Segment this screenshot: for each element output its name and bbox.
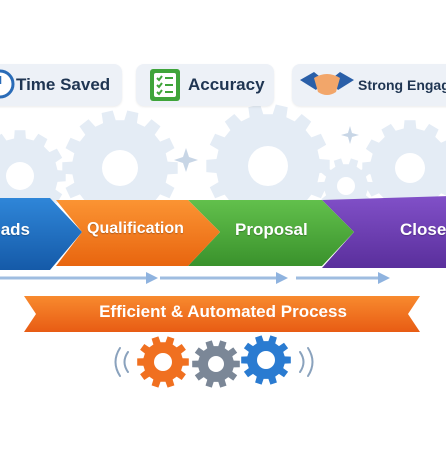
banner-label: Efficient & Automated Process	[99, 302, 347, 321]
banner-ribbon	[24, 296, 420, 332]
badge-label: Strong Engagement	[358, 77, 446, 93]
flow-arrows	[0, 272, 390, 284]
background-gear	[62, 110, 178, 226]
motion-lines	[114, 347, 314, 377]
stage-label-closed: Closed	[400, 220, 446, 239]
bottom-gear-group	[137, 335, 291, 388]
stage-arrow-closed	[322, 196, 446, 268]
sparkle-decorations	[174, 126, 359, 172]
badge-accuracy: Accuracy	[136, 64, 274, 106]
background-gear	[206, 104, 330, 228]
blue-gear-icon	[241, 335, 291, 385]
badge-strong-engagement: Strong Engagement	[292, 64, 446, 106]
stage-arrow-proposal	[188, 200, 354, 266]
badge-label: Accuracy	[188, 75, 265, 94]
stage-label-qualification: Qualification	[87, 220, 184, 237]
gray-gear-icon	[192, 340, 240, 388]
stage-arrow-leads	[0, 198, 82, 270]
background-gear	[362, 120, 446, 216]
orange-gear-icon	[137, 336, 189, 388]
stage-label-proposal: Proposal	[235, 220, 308, 239]
stage-arrow-qualification	[56, 200, 220, 266]
badge-label: Time Saved	[16, 75, 111, 94]
stage-label-leads: Leads	[0, 220, 30, 239]
badge-time-saved: Time Saved	[0, 64, 122, 106]
